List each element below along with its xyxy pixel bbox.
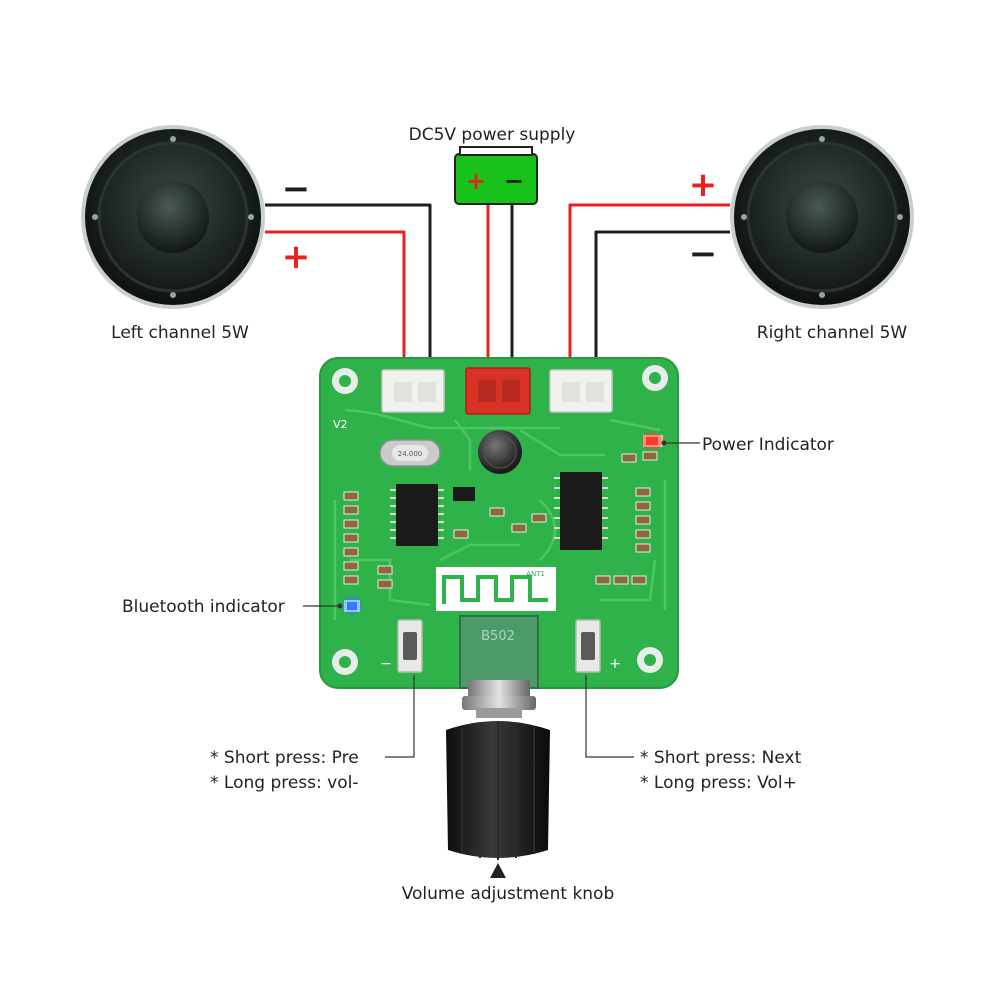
knob-pointer-arrow (490, 863, 506, 878)
right-channel-label: Right channel 5W (757, 323, 908, 343)
next-long-press-label: * Long press: Vol+ (640, 773, 797, 793)
right-speaker-positive-wire (568, 203, 730, 372)
prev-button-mark: − (380, 656, 392, 672)
amplifier-board: V2 24.000 (319, 357, 679, 689)
svg-text:B502: B502 (481, 629, 515, 644)
psu-plus-sign: + (466, 167, 486, 195)
svg-text:ANT1: ANT1 (526, 570, 545, 578)
power-connector (465, 367, 531, 415)
mounting-holes (332, 365, 668, 675)
left-positive-sign: + (282, 237, 311, 277)
prev-button[interactable]: − (380, 619, 423, 673)
svg-text:24.000: 24.000 (398, 450, 423, 458)
right-speaker-negative-wire (594, 230, 730, 372)
power-led (642, 431, 663, 461)
left-speaker (81, 125, 265, 309)
left-speaker-negative-wire (265, 203, 432, 372)
smd-components (343, 453, 651, 589)
amplifier-chip (554, 472, 608, 550)
callout-lines (303, 442, 700, 758)
power-indicator-label: Power Indicator (702, 435, 834, 455)
psu-minus-sign: − (504, 167, 524, 195)
crystal-oscillator: 24.000 (379, 439, 441, 467)
power-supply-label: DC5V power supply (409, 125, 576, 145)
left-negative-sign: − (282, 169, 311, 209)
volume-knob[interactable] (446, 680, 550, 860)
left-speaker-positive-wire (265, 230, 406, 372)
power-supply-battery: + − (454, 146, 538, 205)
bluetooth-indicator-label: Bluetooth indicator (122, 597, 285, 617)
transistor (453, 487, 475, 501)
prev-long-press-label: * Long press: vol- (210, 773, 358, 793)
callout-dot-power (661, 440, 667, 446)
bluetooth-chip (390, 484, 444, 546)
right-speaker-connector (549, 369, 613, 413)
prev-short-press-label: * Short press: Pre (210, 748, 359, 768)
board-version: V2 (333, 418, 348, 431)
callout-dot-bluetooth (337, 603, 343, 609)
next-button[interactable]: + (575, 619, 621, 673)
volume-knob-label: Volume adjustment knob (402, 884, 615, 904)
right-negative-sign: − (689, 234, 718, 274)
right-positive-sign: + (689, 165, 718, 205)
bluetooth-led (342, 595, 362, 615)
right-speaker (730, 125, 914, 309)
left-channel-label: Left channel 5W (111, 323, 249, 343)
pcb-antenna: ANT1 (436, 567, 556, 611)
left-speaker-connector (381, 369, 445, 413)
next-short-press-label: * Short press: Next (640, 748, 802, 768)
wires (265, 203, 730, 372)
potentiometer: B502 (459, 615, 539, 689)
electrolytic-capacitor (478, 430, 522, 474)
next-button-mark: + (609, 656, 621, 672)
